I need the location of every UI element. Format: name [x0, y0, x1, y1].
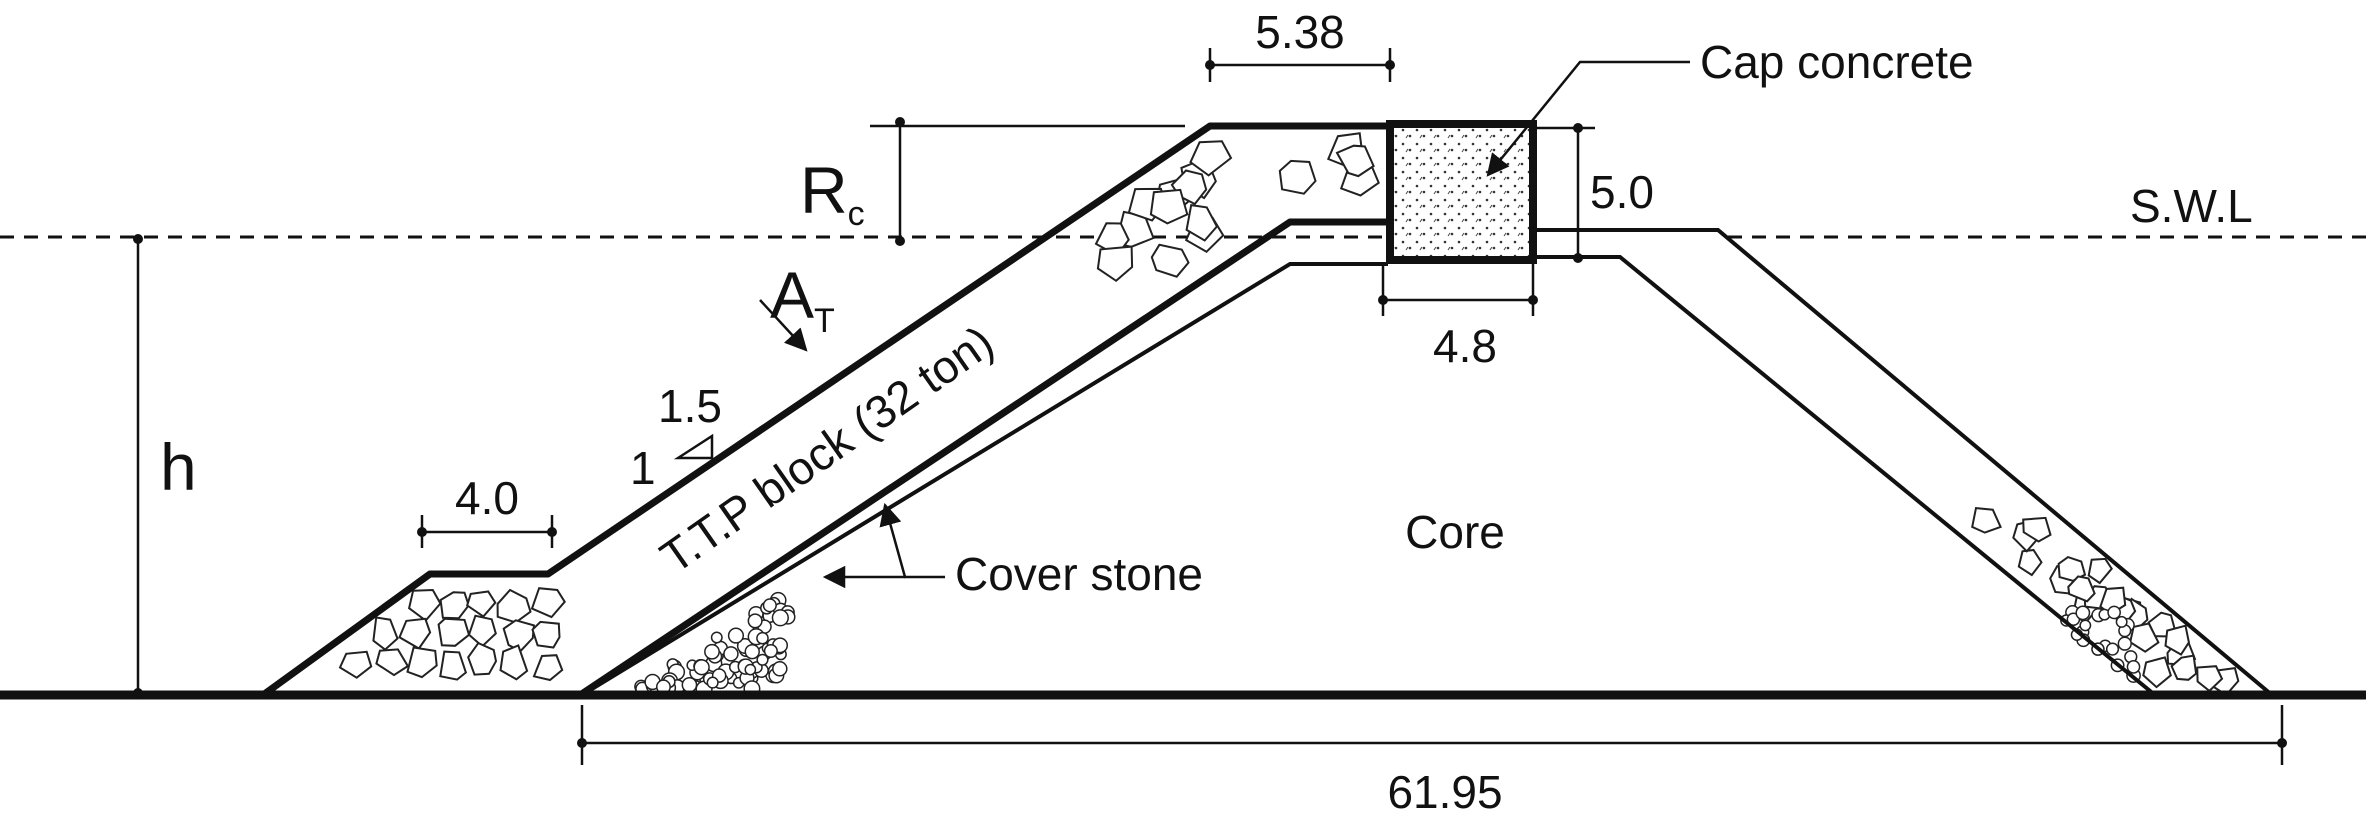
cover-stone-label: Cover stone	[955, 548, 1203, 600]
pebble-shape	[2107, 605, 2121, 620]
slope-horizontal-label: 1.5	[658, 380, 722, 432]
pebble-shape	[693, 659, 710, 676]
pebble-shape	[710, 631, 723, 644]
pebble-shape	[747, 613, 763, 629]
rock-shape	[2087, 557, 2113, 585]
cover-stone-pebbles	[634, 591, 2141, 698]
rock-shape	[2067, 575, 2096, 603]
slope-vertical-label: 1	[630, 442, 656, 494]
swl-label: S.W.L	[2130, 180, 2253, 232]
pebble-shape	[763, 643, 778, 659]
slope-triangle	[673, 433, 714, 460]
pebble-shape	[744, 643, 760, 660]
rock-shape	[2142, 656, 2172, 689]
rock-shape	[1278, 159, 1317, 195]
berm-width-label: 4.0	[455, 472, 519, 524]
pebble-shape	[2075, 605, 2091, 621]
rock-shape	[530, 587, 566, 619]
pebble-shape	[2126, 660, 2141, 674]
rock-shape	[1189, 140, 1233, 177]
core-front-slope	[580, 262, 1388, 697]
at-arrow	[759, 299, 808, 352]
rock-shape	[499, 644, 529, 681]
pebble-shape	[706, 676, 719, 689]
rock-shape	[437, 617, 471, 647]
pebble-shape	[772, 661, 788, 677]
rock-shape	[406, 646, 438, 679]
pebble-shape	[704, 643, 720, 660]
cap-concrete-block	[1386, 120, 1537, 264]
rock-shape	[1149, 188, 1189, 225]
crest-width-label: 5.38	[1255, 6, 1345, 58]
pebble-shape	[2105, 642, 2120, 656]
rock-shape	[2196, 665, 2224, 693]
rock-shape	[532, 654, 564, 682]
rock-shape	[338, 650, 373, 679]
rock-shape	[439, 591, 470, 620]
pebble-shape	[727, 627, 745, 644]
cap-concrete-leader	[1486, 60, 1690, 177]
rock-shape	[375, 648, 410, 677]
pebble-shape	[723, 646, 739, 662]
pebble-shape	[762, 598, 777, 613]
rear-slope-rocks	[1971, 507, 2240, 697]
pebble-shape	[2117, 636, 2132, 651]
pebble-shape	[681, 676, 698, 693]
pebble-shape	[756, 631, 769, 645]
rear-armor-slope	[1533, 228, 2274, 697]
cap-concrete-label: Cap concrete	[1700, 36, 1974, 88]
rock-shape	[2017, 548, 2043, 577]
depth-label: h	[160, 430, 197, 504]
rock-shape	[2022, 516, 2052, 543]
rock-shape	[372, 616, 399, 651]
rock-shape	[496, 588, 532, 624]
at-label: AT	[770, 258, 835, 340]
core-label: Core	[1405, 506, 1505, 558]
rock-shape	[1096, 245, 1134, 283]
armor-layer-rocks	[1094, 132, 1380, 283]
core-rear-slope	[1533, 255, 2157, 697]
armor-outer-surface	[260, 122, 1388, 698]
rock-shape	[2164, 624, 2190, 656]
rock-shape	[1335, 144, 1375, 178]
cover-stone-leader-1	[879, 502, 945, 579]
pebble-shape	[771, 609, 789, 627]
rock-shape	[398, 617, 432, 650]
rock-shape	[1971, 507, 2002, 534]
rock-shape	[407, 588, 442, 622]
pebble-shape	[2115, 615, 2128, 628]
rock-shape	[439, 650, 468, 681]
rock-shape	[467, 614, 497, 648]
rock-shape	[2129, 622, 2160, 653]
rock-shape	[531, 620, 561, 649]
rock-shape	[2170, 654, 2198, 681]
toe-berm-rocks	[338, 587, 566, 682]
rc-label: Rc	[800, 153, 865, 233]
armor-inner-boundary	[578, 218, 1388, 698]
pebble-shape	[756, 653, 769, 666]
cap-width-label: 4.8	[1433, 320, 1497, 372]
base-width-label: 61.95	[1387, 766, 1502, 818]
rock-shape	[1150, 243, 1190, 278]
rock-shape	[467, 641, 498, 676]
rock-shape	[466, 590, 497, 618]
pebble-shape	[744, 663, 757, 676]
rock-shape	[1185, 203, 1219, 242]
cap-height-label: 5.0	[1590, 166, 1654, 218]
pebble-shape	[2079, 619, 2092, 632]
